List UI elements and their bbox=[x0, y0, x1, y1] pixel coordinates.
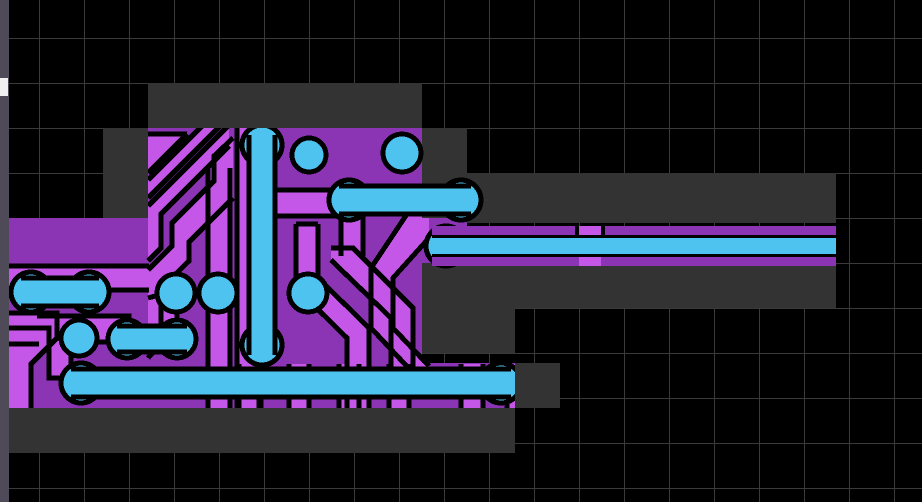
long-horizontal-conduit[interactable] bbox=[432, 226, 836, 266]
node-low-single bbox=[58, 317, 100, 359]
floor-right-band bbox=[467, 173, 836, 223]
floor-top-strip bbox=[148, 83, 422, 128]
floor-right-tail bbox=[422, 308, 515, 353]
conduit-seam-c bbox=[575, 226, 579, 235]
conduit-rule-top bbox=[432, 235, 836, 238]
vertical-scrollbar-track[interactable] bbox=[0, 0, 9, 502]
node-left-link bbox=[9, 269, 112, 315]
conduit-edge-bottom bbox=[432, 257, 836, 266]
conduit-edge-top bbox=[432, 226, 836, 235]
floor-bottom-strip bbox=[9, 408, 515, 453]
node-low-link bbox=[105, 317, 199, 361]
floor-left-notch bbox=[103, 128, 148, 218]
conduit-highlight bbox=[579, 226, 601, 235]
node-top-single-b bbox=[380, 131, 424, 175]
conduit-rule-bottom bbox=[432, 254, 836, 257]
node-upper-link bbox=[326, 177, 484, 223]
node-layer bbox=[9, 128, 515, 406]
node-top-vertical-link bbox=[239, 128, 285, 368]
vertical-scrollbar-thumb[interactable] bbox=[0, 78, 8, 96]
node-mid-single-c bbox=[286, 271, 330, 315]
node-mid-single-b bbox=[196, 271, 240, 315]
conduit-seam-d bbox=[601, 226, 605, 235]
node-bottom-long-link bbox=[58, 360, 515, 406]
conduit-core bbox=[432, 238, 836, 254]
node-mid-single-a bbox=[154, 271, 198, 315]
floor-stub bbox=[515, 363, 560, 408]
circuit-board[interactable] bbox=[9, 128, 515, 408]
floor-right-lower bbox=[422, 263, 836, 308]
conduit-highlight-lower bbox=[579, 257, 601, 266]
node-top-single-a bbox=[289, 135, 329, 175]
